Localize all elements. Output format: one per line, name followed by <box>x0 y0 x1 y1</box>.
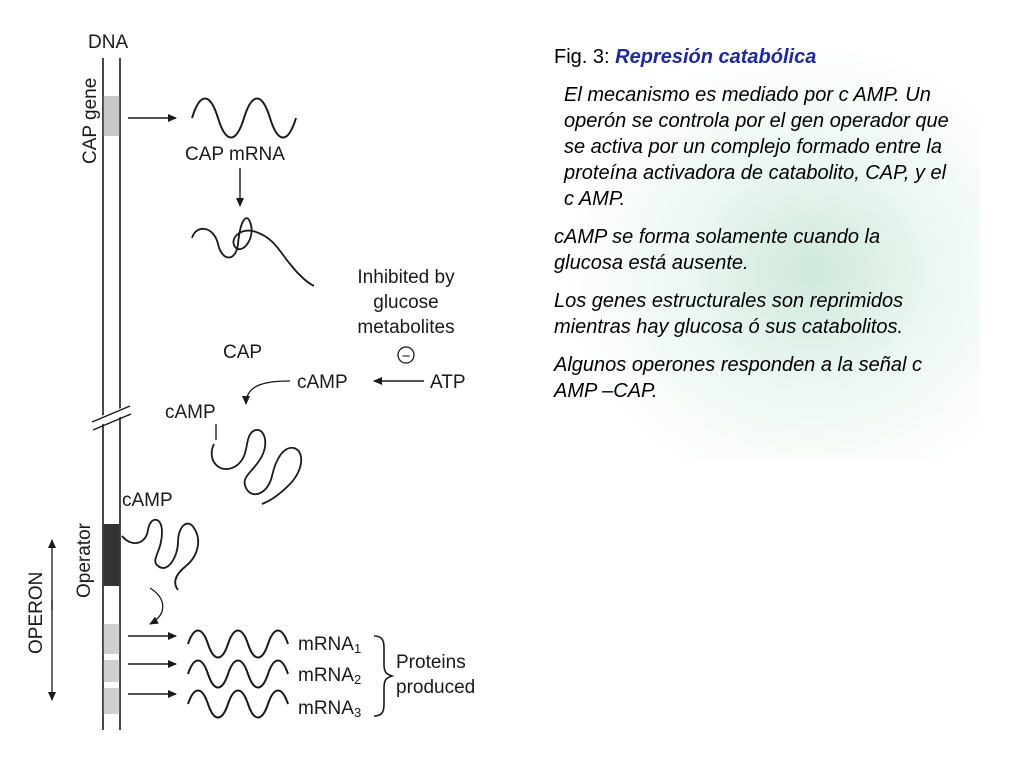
mrna2-label: mRNA2 <box>298 665 361 687</box>
activation-arrow <box>149 587 164 625</box>
dna-strand <box>91 58 133 730</box>
cap-mrna-wave <box>191 97 297 139</box>
proteins-line-2: produced <box>396 677 475 698</box>
cap-label: CAP <box>223 342 262 363</box>
figure-heading: Represión catabólica <box>615 46 817 68</box>
inhibited-line-1: Inhibited by <box>357 267 455 288</box>
inhibition-minus-sign: − <box>402 348 411 365</box>
paragraph-operons-response: Algunos operones responden a la señal c … <box>554 354 923 402</box>
camp-label: cAMP <box>297 372 348 393</box>
cap-gene-region <box>103 96 120 136</box>
paragraph-structural-genes: Los genes estructurales son reprimidos m… <box>554 290 904 338</box>
mrna1-label: mRNA1 <box>298 634 361 656</box>
camp-cap-complex-coil <box>210 429 303 505</box>
inhibited-line-3: metabolites <box>357 317 454 338</box>
proteins-line-1: Proteins <box>396 652 466 673</box>
cap-protein-coil <box>191 217 315 287</box>
cap-mrna-label: CAP mRNA <box>185 144 285 165</box>
inhibited-line-2: glucose <box>373 292 439 313</box>
cap-gene-label: CAP gene <box>80 78 101 164</box>
operator-label: Operator <box>74 522 95 598</box>
structural-gene-region-2 <box>103 660 120 682</box>
paragraph-camp-formation: cAMP se forma solamente cuando la glucos… <box>554 226 881 274</box>
operator-region <box>103 524 120 586</box>
mrna3-subscript: 3 <box>354 705 361 720</box>
camp-operator-label: cAMP <box>122 490 173 511</box>
mrna1-wave <box>187 629 289 659</box>
dna-break-mark <box>91 404 133 431</box>
mrna3-wave <box>187 689 289 719</box>
figure-title: Fig. 3: Represión catabólica <box>554 44 954 70</box>
mrna2-subscript: 2 <box>354 672 361 687</box>
dna-label: DNA <box>88 32 128 53</box>
proteins-bracket <box>373 635 395 717</box>
mrna1-subscript: 1 <box>354 641 361 656</box>
paragraph-mechanism: El mecanismo es mediado por c AMP. Un op… <box>564 84 949 210</box>
structural-gene-region-3 <box>103 688 120 714</box>
camp-bound-label: cAMP <box>165 402 216 423</box>
catabolite-repression-diagram: DNA CAP gene CAP mRNA Inhibited by gluco… <box>26 32 475 730</box>
mrna2-wave <box>187 659 289 689</box>
operator-bound-complex-coil <box>121 518 200 591</box>
atp-label: ATP <box>430 372 466 393</box>
structural-gene-region-1 <box>103 624 120 654</box>
cap-binding-curve <box>242 380 291 405</box>
inhibition-minus-icon: − <box>397 346 415 365</box>
mrna3-label: mRNA3 <box>298 698 361 720</box>
figure-label: Fig. 3: <box>554 46 616 68</box>
description-panel: Fig. 3: Represión catabólica El mecanism… <box>554 44 954 416</box>
operon-label: OPERON <box>26 572 47 654</box>
